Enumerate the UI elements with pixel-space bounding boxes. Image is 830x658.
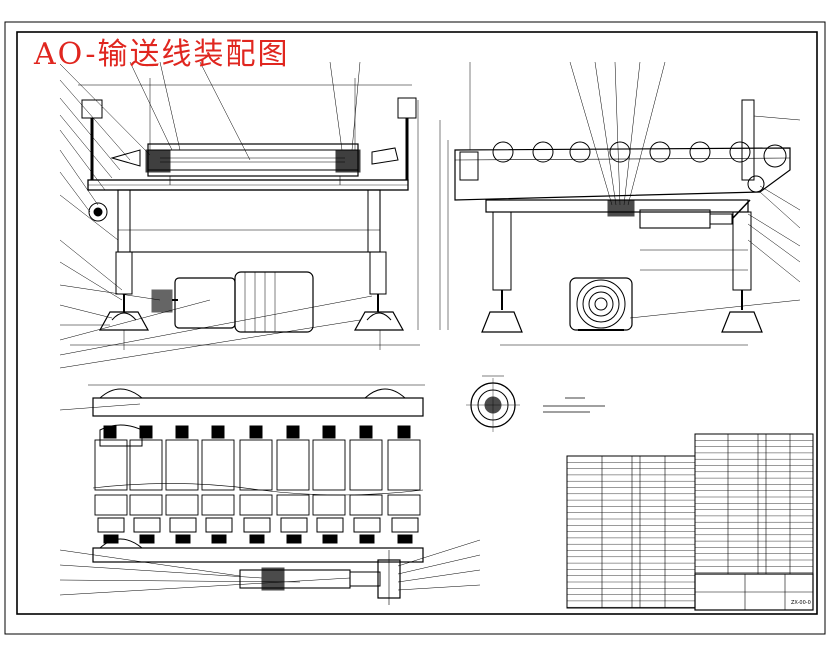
- front-view: [59, 61, 441, 369]
- sheet-code: ZX-00-0: [791, 600, 811, 606]
- roller-columns: [94, 439, 421, 516]
- roller-bearings-lower: [97, 517, 419, 544]
- inner-frame: [16, 31, 818, 615]
- bearing-detail: [466, 375, 520, 432]
- parts-list-rows: [567, 440, 813, 608]
- roller-bearings-upper: [103, 425, 411, 439]
- technical-notes: [543, 397, 605, 413]
- side-view: [447, 61, 801, 346]
- drawing-title: AO-输送线装配图: [34, 37, 290, 72]
- top-view: [59, 384, 481, 605]
- outer-frame: [4, 21, 826, 635]
